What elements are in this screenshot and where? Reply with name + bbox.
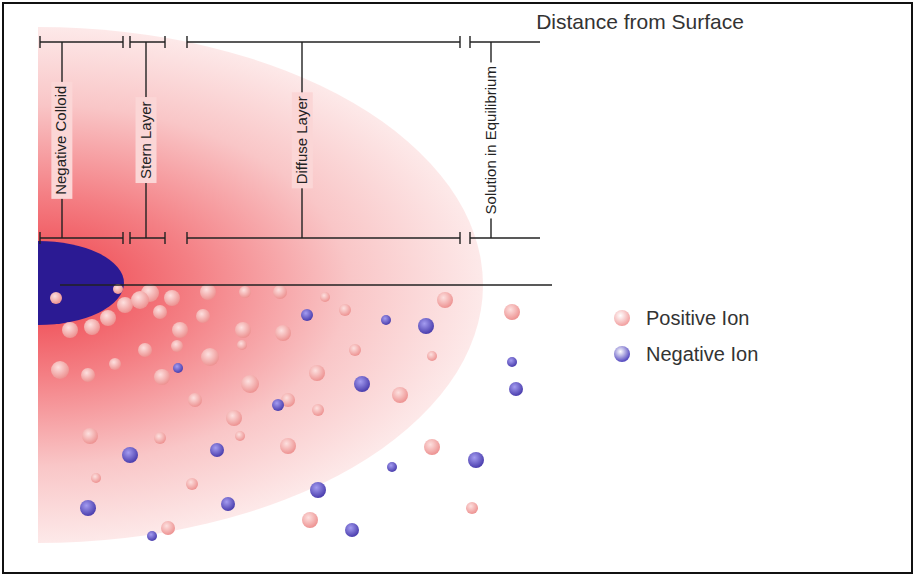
ion: [188, 393, 202, 407]
ion: [239, 286, 251, 298]
legend-text: Negative Ion: [646, 343, 758, 365]
ion: [339, 304, 351, 316]
ion: [100, 310, 116, 326]
ion: [507, 357, 517, 367]
ion: [161, 521, 175, 535]
ion: [51, 361, 69, 379]
ion: [509, 382, 523, 396]
ion: [387, 462, 397, 472]
ion: [84, 319, 100, 335]
negative-colloid: [38, 241, 124, 325]
ion: [81, 368, 95, 382]
ion: [381, 315, 391, 325]
ion: [171, 340, 183, 352]
ion: [153, 305, 167, 319]
ion: [392, 387, 408, 403]
axis-label: Distance from Surface: [536, 10, 744, 33]
ion: [62, 322, 78, 338]
ions: [50, 284, 523, 541]
ion: [237, 340, 247, 350]
ion: [504, 304, 520, 320]
legend-swatch: [614, 310, 630, 326]
ion: [210, 443, 224, 457]
ion: [272, 399, 284, 411]
ion: [117, 297, 133, 313]
ion: [418, 318, 434, 334]
ion: [437, 292, 453, 308]
ion: [109, 358, 121, 370]
ion: [235, 322, 251, 338]
ion: [173, 363, 183, 373]
ion: [154, 369, 170, 385]
ion: [280, 438, 296, 454]
ion: [164, 290, 180, 306]
ion: [122, 447, 138, 463]
ion: [186, 478, 198, 490]
ion: [241, 375, 259, 393]
ion: [80, 500, 96, 516]
ion: [345, 523, 359, 537]
ion: [154, 432, 166, 444]
layer-label: Negative Colloid: [52, 81, 73, 198]
ion: [301, 309, 313, 321]
ion: [354, 376, 370, 392]
ion: [138, 343, 152, 357]
ion: [468, 452, 484, 468]
ion: [82, 428, 98, 444]
brackets: [40, 36, 552, 285]
ion: [91, 473, 101, 483]
layer-label: Stern Layer: [136, 97, 157, 183]
ion: [275, 325, 291, 341]
ion: [302, 512, 318, 528]
ion: [147, 531, 157, 541]
legend-text: Positive Ion: [646, 307, 749, 329]
ion: [131, 291, 149, 309]
ion: [349, 344, 361, 356]
ion: [273, 285, 287, 299]
ion: [320, 292, 330, 302]
ion: [235, 431, 245, 441]
ion: [309, 365, 325, 381]
ion: [172, 322, 188, 338]
ion: [226, 410, 242, 426]
layer-label: Solution in Equilibrium: [481, 62, 502, 218]
ion: [466, 502, 478, 514]
ion: [196, 309, 210, 323]
ion: [221, 497, 235, 511]
ion: [50, 292, 62, 304]
layer-label: Diffuse Layer: [292, 92, 313, 188]
ion: [310, 482, 326, 498]
ion: [200, 284, 216, 300]
ion: [424, 439, 440, 455]
ion: [312, 404, 324, 416]
ion: [427, 351, 437, 361]
ion: [201, 348, 219, 366]
legend-swatch: [614, 346, 630, 362]
